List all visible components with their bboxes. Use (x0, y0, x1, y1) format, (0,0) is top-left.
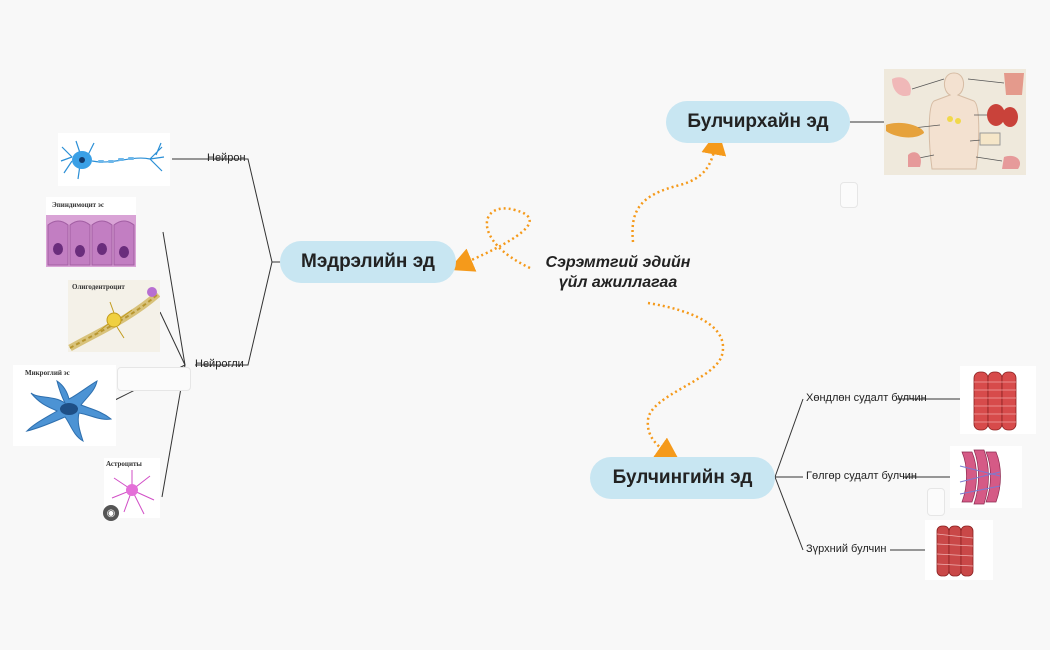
node-muscle-tissue[interactable]: Булчингийн эд (590, 457, 775, 499)
arrow-to-neural (448, 207, 531, 272)
muscle-split (774, 398, 804, 478)
image-smooth-muscle[interactable] (950, 446, 1022, 508)
central-topic[interactable]: Сэрэмтгий эдийн үйл ажиллагаа (538, 253, 698, 293)
node-neural-tissue[interactable]: Мэдрэлийн эд (280, 241, 456, 283)
central-topic-line1: Сэрэмтгий эдийн (545, 254, 691, 271)
ghost-placeholder (117, 367, 191, 391)
image-neuron[interactable] (58, 133, 170, 186)
astrocyte-label: Астроциты (106, 460, 142, 468)
label-neuron[interactable]: Нейрон (207, 152, 246, 164)
label-striated-muscle[interactable]: Хөндлөн судалт булчин (806, 392, 927, 404)
image-striated-muscle[interactable] (960, 366, 1036, 434)
ghost-placeholder (840, 182, 858, 208)
image-cardiac-muscle[interactable] (925, 520, 993, 580)
ependymocyte-label: Эпиндимоцит эс (52, 201, 104, 209)
image-endocrine-glands[interactable] (884, 69, 1026, 175)
oligodendrocyte-label: Олигодентроцит (72, 283, 125, 291)
microglia-label: Микроглий эс (25, 369, 70, 377)
label-neuroglia[interactable]: Нейрогли (195, 358, 244, 370)
central-topic-line2: үйл ажиллагаа (558, 274, 678, 291)
arrow-to-muscle (646, 301, 725, 463)
camera-icon[interactable]: ◉ (103, 505, 119, 521)
arrow-to-glandular (631, 129, 727, 243)
image-microglia[interactable]: Микроглий эс (13, 365, 116, 446)
node-glandular-tissue[interactable]: Булчирхайн эд (666, 101, 850, 143)
ghost-placeholder (927, 488, 945, 516)
label-cardiac-muscle[interactable]: Зүрхний булчин (806, 543, 887, 555)
line-neuron (207, 158, 273, 263)
image-ependymocyte[interactable]: Эпиндимоцит эс (46, 197, 136, 267)
image-oligodendrocyte[interactable]: Олигодентроцит (68, 280, 160, 352)
label-smooth-muscle[interactable]: Гөлгөр судалт булчин (806, 470, 917, 482)
line-neuroglia (195, 261, 273, 366)
